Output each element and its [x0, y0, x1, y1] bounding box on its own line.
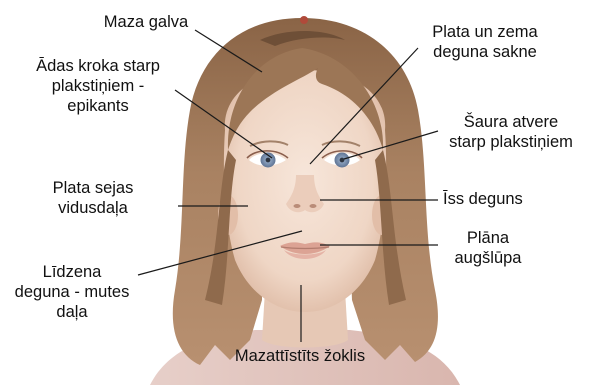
leader-small-head [195, 30, 262, 72]
leader-epicanthus [175, 90, 272, 158]
label-eye-openings: Šaura atvere starp plakstiņiem [432, 112, 590, 152]
label-jaw: Mazattīstīts žoklis [200, 346, 400, 366]
label-epicanthus: Ādas kroka starp plakstiņiem - epikants [14, 56, 182, 116]
label-upper-lip: Plāna augšlūpa [440, 228, 536, 268]
leader-nasal-bridge [310, 48, 418, 164]
label-mid-face: Plata sejas vidusdaļa [30, 178, 156, 218]
leader-eye-openings [344, 131, 438, 159]
label-small-head: Maza galva [86, 12, 206, 32]
label-philtrum: Līdzena deguna - mutes daļa [8, 262, 136, 322]
label-nasal-bridge: Plata un zema deguna sakne [420, 22, 550, 62]
label-short-nose: Īss deguns [443, 189, 563, 209]
leader-philtrum [138, 231, 302, 275]
